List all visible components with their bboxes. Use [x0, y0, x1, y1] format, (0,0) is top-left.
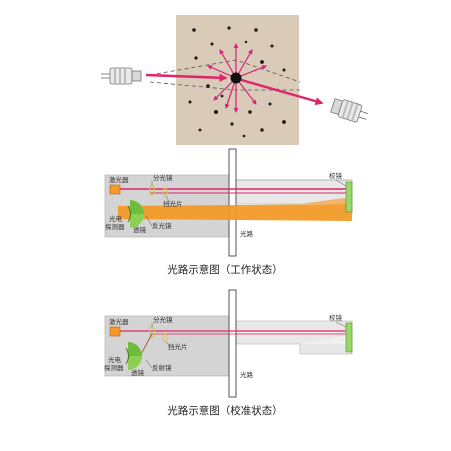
label-calibration-mirror-2: 校镜 [329, 313, 343, 322]
caption-working-state: 光路示意图（工作状态） [167, 263, 283, 276]
label-reflector-2: 反射镜 [152, 363, 172, 372]
diagram-working-state: 激光器 分光镜 挡光片 光电 探测器 透镜 反光镜 校镜 光路 光路示意图（工作… [104, 148, 353, 276]
probe-tube-2 [235, 320, 353, 355]
photodetector-lens-2 [128, 342, 142, 356]
light-filter [162, 187, 168, 197]
label-calibration-mirror: 校镜 [329, 171, 343, 180]
label-splitter: 分光镜 [153, 173, 173, 182]
label-lens: 透镜 [133, 225, 147, 234]
light-filter-2 [162, 333, 168, 343]
reflected-path [139, 333, 153, 357]
scatter-beam-taper [300, 198, 352, 204]
central-particle [230, 72, 242, 84]
label-detector-2-line1: 光电 [108, 355, 122, 364]
photodetector-lens [130, 200, 144, 214]
scatter-beam [118, 204, 352, 221]
scatter-detector-icon [330, 98, 369, 123]
laser-emitter-icon [101, 67, 142, 85]
label-laser-2: 激光器 [109, 317, 129, 326]
caption-calibration-state: 光路示意图（校准状态） [167, 404, 283, 417]
label-lens-2: 透镜 [131, 368, 145, 377]
label-filter-2: 挡光片 [168, 342, 188, 351]
mounting-flange-2 [228, 289, 237, 398]
label-light-path: 光路 [240, 229, 254, 238]
scattering-illustration [101, 15, 369, 145]
mounting-flange [228, 148, 237, 257]
calibration-mirror [345, 181, 353, 213]
label-detector-line1: 光电 [109, 214, 123, 223]
label-splitter-2: 分光镜 [153, 315, 173, 324]
label-light-path-2: 光路 [240, 370, 254, 379]
diagram-calibration-state: 激光器 分光镜 挡光片 光电 探测器 透镜 反射镜 校镜 光路 光路示意图（校准… [104, 289, 353, 417]
label-detector-line2: 探测器 [105, 222, 125, 231]
calibration-mirror-2 [345, 322, 353, 353]
incident-beam [145, 73, 228, 82]
label-filter: 挡光片 [163, 199, 183, 208]
label-laser: 激光器 [109, 175, 129, 184]
laser-source [109, 184, 121, 195]
exit-beam [237, 77, 324, 106]
label-reflector: 反光镜 [152, 221, 172, 230]
laser-source-2 [109, 326, 121, 337]
label-detector-2-line2: 探测器 [104, 363, 124, 372]
instrument-housing-2 [104, 315, 230, 377]
